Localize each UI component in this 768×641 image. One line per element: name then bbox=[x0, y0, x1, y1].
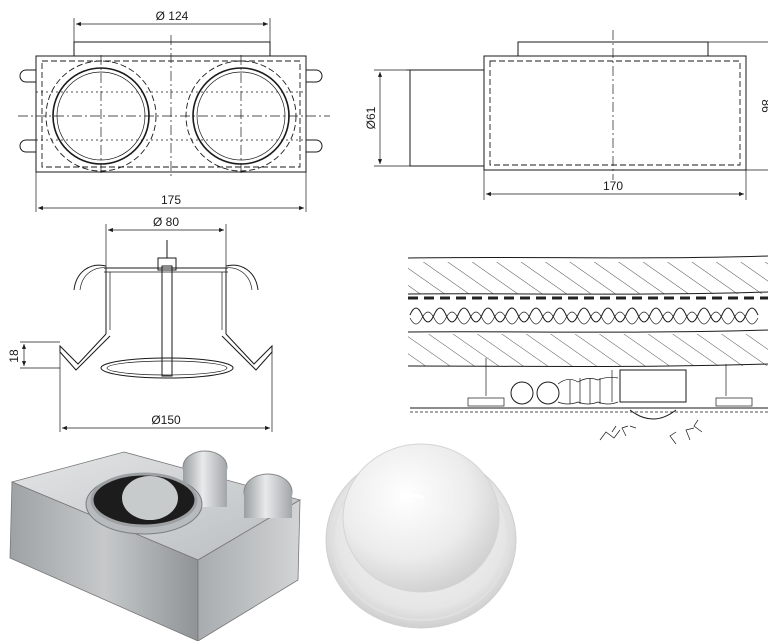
dim-spigot-diameter: Ø61 bbox=[364, 106, 378, 129]
valve-section bbox=[20, 224, 273, 432]
ceiling-valve-illustration bbox=[325, 443, 517, 629]
ceiling-installation-sketch bbox=[407, 255, 768, 445]
plenum-top-view bbox=[18, 18, 330, 212]
dim-side-length: 170 bbox=[603, 179, 623, 193]
dim-plenum-length: 175 bbox=[161, 193, 181, 207]
dim-valve-outer: Ø150 bbox=[151, 413, 181, 427]
plenum-box-illustration bbox=[9, 450, 302, 641]
dim-valve-inner: Ø 80 bbox=[153, 215, 179, 229]
dim-valve-depth: 18 bbox=[7, 349, 21, 363]
dim-spigot-width: Ø 124 bbox=[156, 9, 189, 23]
plenum-side-view bbox=[374, 30, 768, 200]
dim-plenum-height: 86 bbox=[759, 99, 768, 113]
